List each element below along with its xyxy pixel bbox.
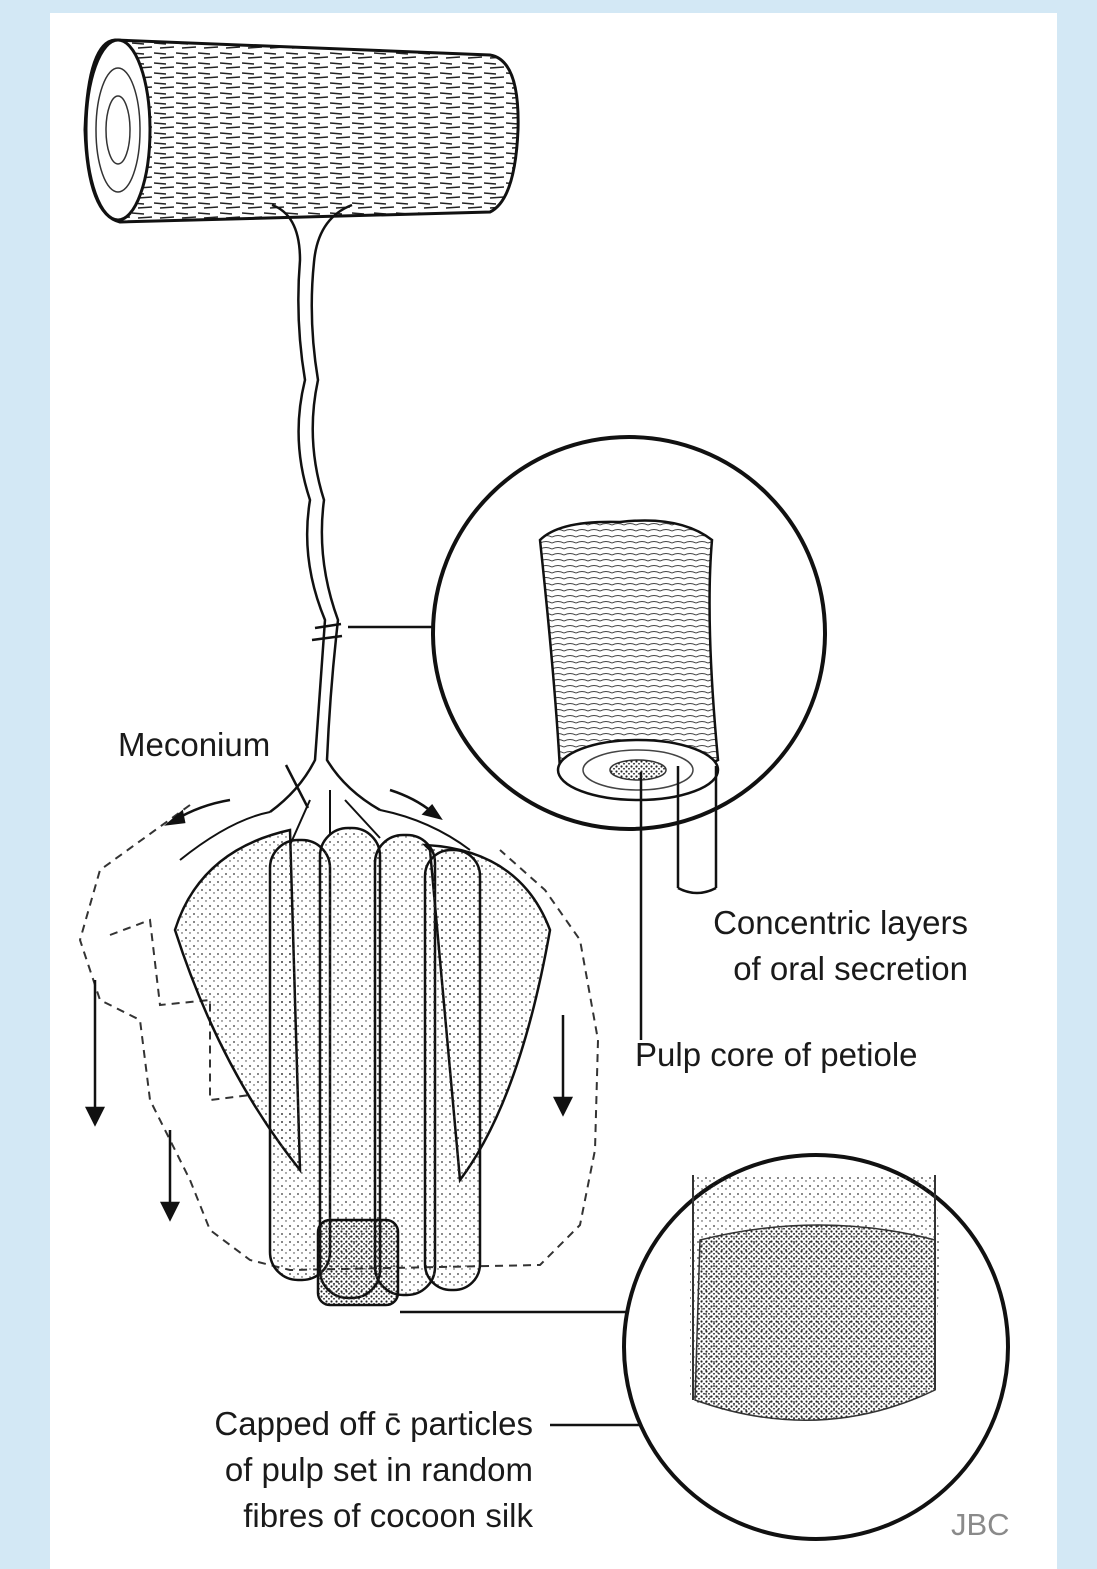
- cocoon: [80, 790, 598, 1305]
- petiole-thread: [270, 205, 380, 812]
- branch-log: [85, 40, 518, 222]
- label-capped-off: Capped off c̄ particles of pulp set in r…: [140, 1401, 533, 1539]
- cap-magnifier: [624, 1155, 1008, 1539]
- artist-credit: JBC: [951, 1502, 1010, 1548]
- label-capped-line-3: fibres of cocoon silk: [140, 1493, 533, 1539]
- label-concentric-line-2: of oral secretion: [650, 946, 968, 992]
- label-pulp-core: Pulp core of petiole: [635, 1032, 918, 1078]
- label-capped-line-2: of pulp set in random: [140, 1447, 533, 1493]
- label-concentric-layers: Concentric layers of oral secretion: [650, 900, 968, 992]
- label-capped-line-1: Capped off c̄ particles: [140, 1401, 533, 1447]
- label-concentric-line-1: Concentric layers: [650, 900, 968, 946]
- petiole-magnifier: [433, 437, 825, 829]
- label-meconium: Meconium: [118, 722, 270, 768]
